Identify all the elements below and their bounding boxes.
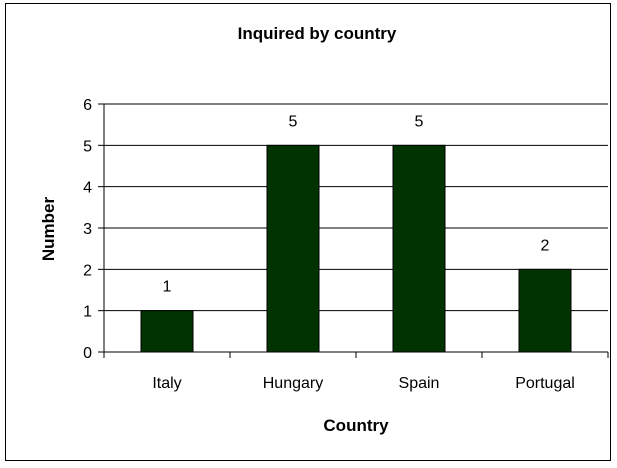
- data-label: 5: [415, 113, 424, 130]
- x-axis-title: Country: [323, 416, 389, 435]
- y-tick-label: 0: [83, 345, 92, 362]
- bar-italy: [140, 310, 194, 353]
- data-label: 1: [163, 279, 172, 296]
- x-tick-label: Hungary: [263, 375, 323, 392]
- bars: [140, 144, 572, 353]
- bar-spain: [392, 144, 446, 353]
- x-tick-labels: Italy Hungary Spain Portugal: [152, 375, 574, 392]
- y-tick-label: 3: [83, 221, 92, 238]
- y-tick-label: 2: [83, 262, 92, 279]
- x-tick-label: Portugal: [515, 375, 575, 392]
- y-tick-label: 6: [83, 97, 92, 114]
- y-tick-label: 5: [83, 138, 92, 155]
- bar-portugal: [518, 268, 572, 353]
- y-tick-labels: 0 1 2 3 4 5 6: [83, 97, 92, 362]
- y-tick-label: 4: [83, 180, 92, 197]
- y-tick-label: 1: [83, 304, 92, 321]
- data-label: 5: [289, 113, 298, 130]
- data-label: 2: [541, 237, 550, 254]
- chart-title: Inquired by country: [238, 24, 397, 43]
- y-axis-title: Number: [39, 197, 58, 262]
- x-tick-label: Italy: [152, 375, 181, 392]
- bar-hungary: [266, 144, 320, 353]
- axes: [98, 103, 609, 358]
- x-tick-label: Spain: [399, 375, 440, 392]
